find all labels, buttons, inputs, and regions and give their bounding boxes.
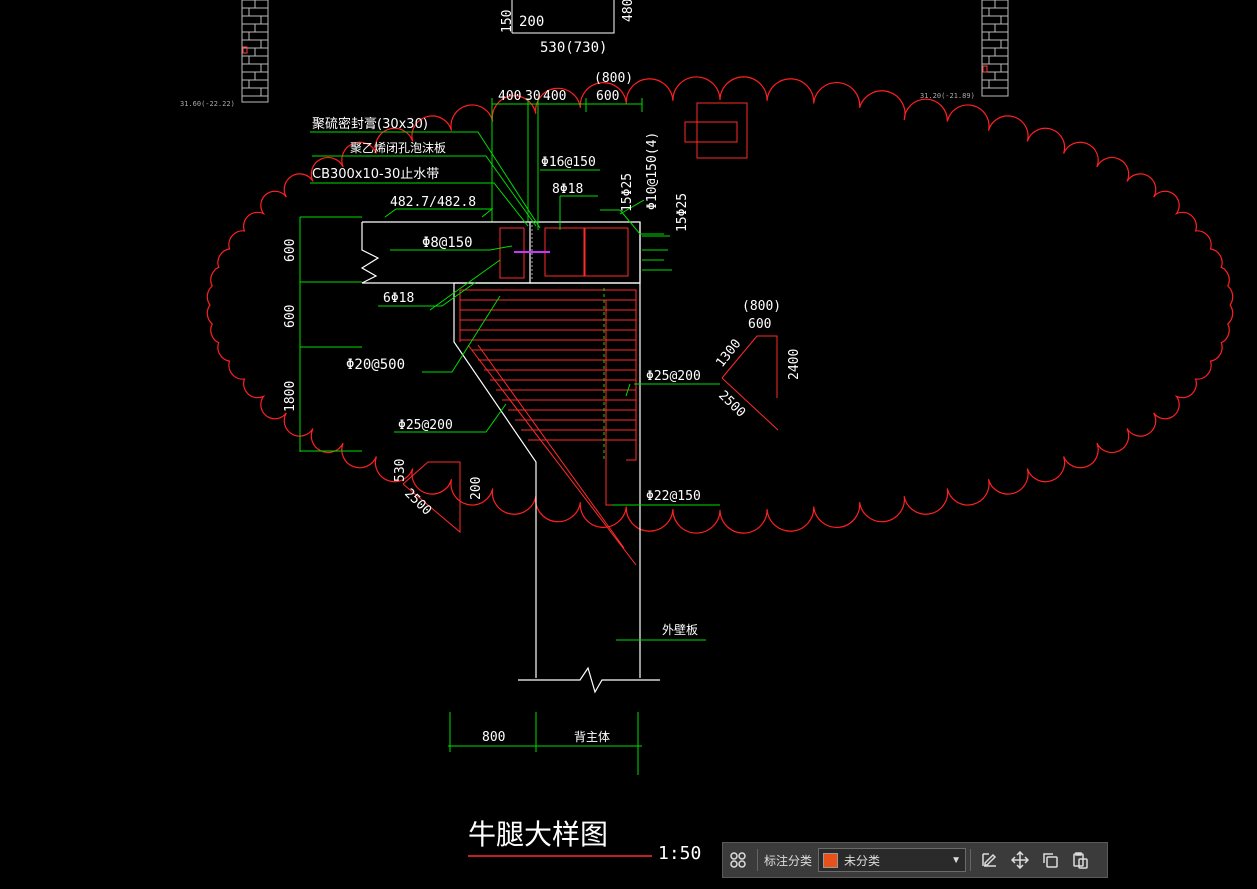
copy-icon[interactable] xyxy=(1035,845,1065,875)
corbel-outline xyxy=(360,221,660,694)
svg-text:1300: 1300 xyxy=(713,337,744,371)
svg-text:背主体: 背主体 xyxy=(574,730,610,744)
svg-text:600: 600 xyxy=(748,317,771,332)
edit-icon[interactable] xyxy=(975,845,1005,875)
category-color-swatch xyxy=(823,852,839,868)
leaders xyxy=(299,131,720,775)
svg-text:400: 400 xyxy=(543,89,566,104)
svg-text:(800): (800) xyxy=(742,299,781,314)
callout-sealant: 聚硫密封膏(30x30) xyxy=(312,116,428,132)
svg-text:Φ10@150(4): Φ10@150(4) xyxy=(645,132,660,210)
drawing-scale: 1:50 xyxy=(658,843,701,864)
drawing-title: 牛腿大样图 xyxy=(468,818,608,851)
svg-text:482.7/482.8: 482.7/482.8 xyxy=(390,195,476,210)
svg-text:Φ20@500: Φ20@500 xyxy=(346,357,405,373)
rebar-group xyxy=(459,227,637,566)
revision-cloud xyxy=(206,76,1234,534)
annotation-toolbar: 标注分类 未分类 ▼ xyxy=(722,842,1108,878)
svg-text:530: 530 xyxy=(393,459,408,482)
svg-text:30: 30 xyxy=(525,89,541,104)
category-select[interactable]: 未分类 ▼ xyxy=(818,848,967,872)
callout-foam: 聚乙烯闭孔泡沫板 xyxy=(350,141,446,155)
svg-text:200: 200 xyxy=(469,477,484,500)
svg-text:Φ22@150: Φ22@150 xyxy=(646,489,701,504)
svg-text:800: 800 xyxy=(482,730,505,745)
svg-text:15Φ25: 15Φ25 xyxy=(675,193,690,232)
svg-text:600: 600 xyxy=(283,305,298,328)
top-detail: 200 150 480 530(730) xyxy=(500,0,636,56)
svg-text:(800): (800) xyxy=(594,71,633,86)
category-selected: 未分类 xyxy=(844,853,881,868)
brick-column-left xyxy=(241,0,269,103)
toolbar-divider xyxy=(970,849,972,871)
svg-text:150: 150 xyxy=(500,10,515,33)
svg-text:Φ25@200: Φ25@200 xyxy=(646,369,701,384)
elevation-right: 31.20(-21.89) xyxy=(920,92,975,100)
category-label: 标注分类 xyxy=(764,853,813,868)
svg-text:2400: 2400 xyxy=(787,349,802,380)
svg-text:6Φ18: 6Φ18 xyxy=(383,291,414,306)
svg-text:Φ8@150: Φ8@150 xyxy=(422,235,473,251)
svg-text:400: 400 xyxy=(498,89,521,104)
svg-text:Φ16@150: Φ16@150 xyxy=(541,155,596,170)
bend-shape-left xyxy=(402,461,461,534)
elevation-left: 31.60(-22.22) xyxy=(180,100,235,108)
svg-text:外壁板: 外壁板 xyxy=(662,622,698,637)
brick-column-right xyxy=(981,0,1009,97)
svg-text:8Φ18: 8Φ18 xyxy=(552,182,583,197)
svg-text:600: 600 xyxy=(283,239,298,262)
toolbar-divider xyxy=(757,849,758,871)
svg-text:200: 200 xyxy=(519,14,544,30)
svg-text:2500: 2500 xyxy=(715,388,748,421)
callout-waterstop: CB300x10-30止水带 xyxy=(312,167,439,182)
bend-shape-right xyxy=(721,335,779,431)
svg-text:530(730): 530(730) xyxy=(540,40,607,56)
svg-text:15Φ25: 15Φ25 xyxy=(620,173,635,212)
move-icon[interactable] xyxy=(1005,845,1035,875)
chevron-down-icon: ▼ xyxy=(951,854,962,866)
svg-text:2500: 2500 xyxy=(401,486,434,519)
header-dimensions xyxy=(491,98,643,222)
svg-text:600: 600 xyxy=(596,89,619,104)
opening-symbol xyxy=(684,102,748,159)
grid-icon[interactable] xyxy=(723,845,753,875)
svg-text:480: 480 xyxy=(621,0,636,22)
svg-text:Φ25@200: Φ25@200 xyxy=(398,418,453,433)
paste-icon[interactable] xyxy=(1065,845,1095,875)
svg-text:1800: 1800 xyxy=(283,381,298,412)
